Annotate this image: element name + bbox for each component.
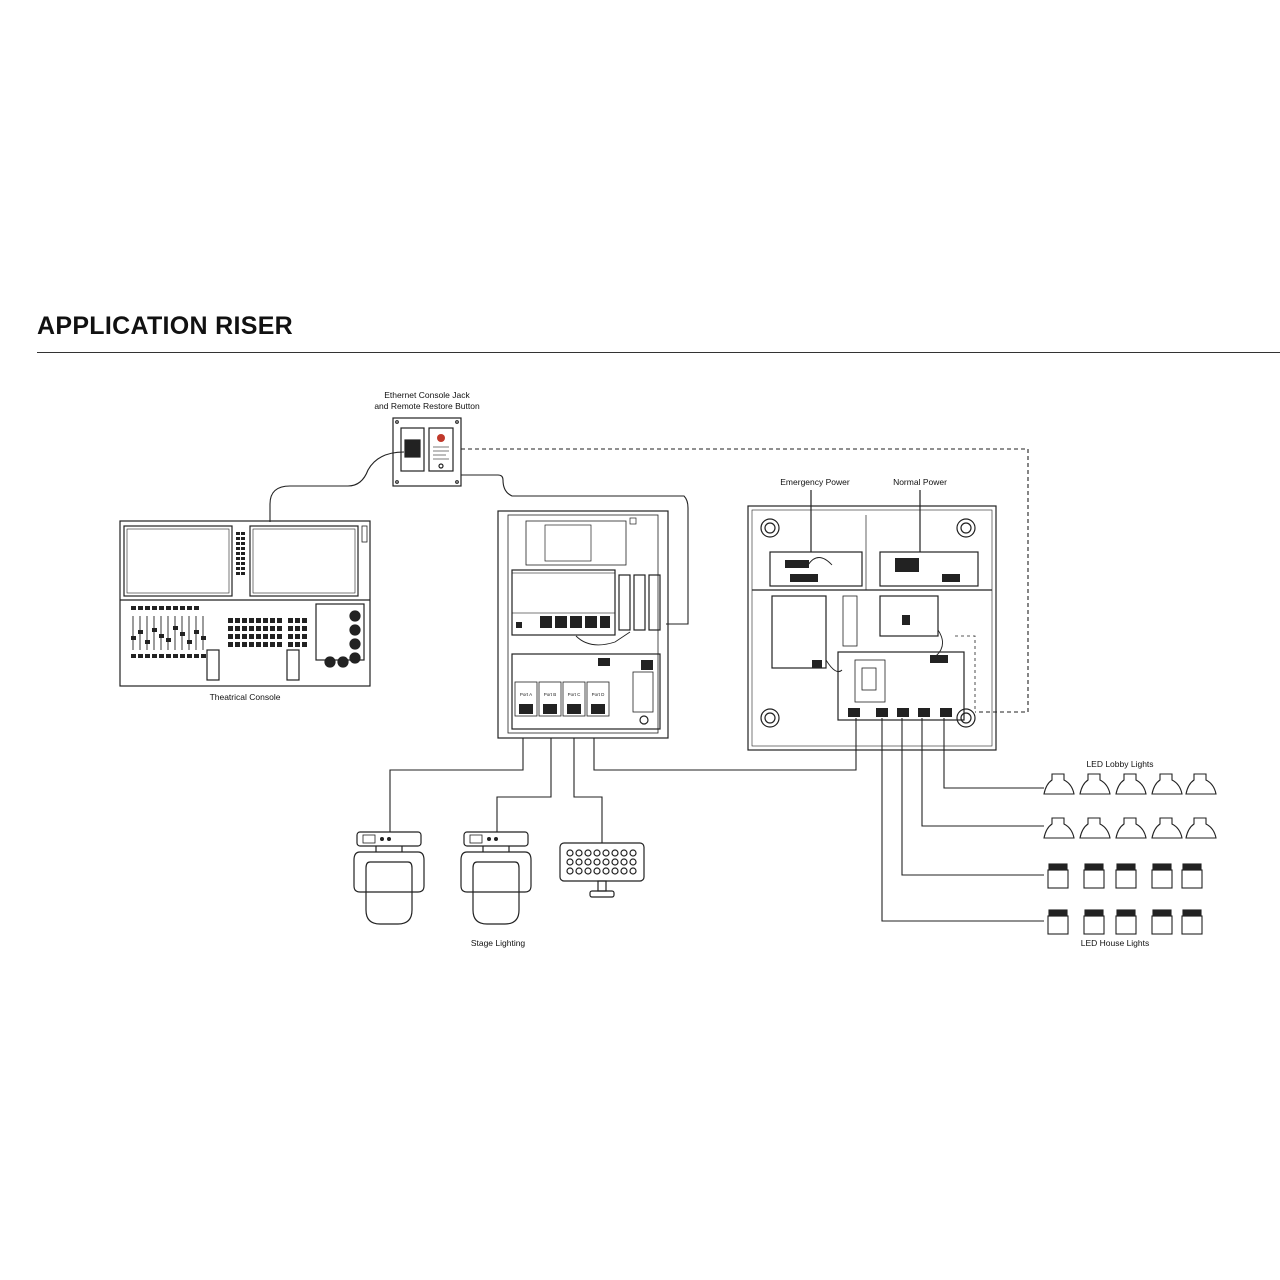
jack-station-label: Ethernet Console Jack and Remote Restore… — [360, 390, 494, 412]
jack-label-line2: and Remote Restore Button — [374, 401, 480, 411]
stage-lighting-label: Stage Lighting — [470, 938, 526, 948]
house-light-row-2 — [1047, 909, 1203, 935]
house-light-row-1 — [1047, 863, 1203, 889]
control-cabinet — [497, 510, 669, 739]
port-d-label: Port D — [592, 692, 606, 697]
normal-power-label: Normal Power — [893, 477, 947, 487]
jack-label-line1: Ethernet Console Jack — [384, 390, 470, 400]
power-panel — [747, 490, 997, 751]
led-house-lights — [1047, 863, 1203, 935]
theatrical-console — [119, 520, 371, 687]
port-b-label: Port B — [544, 692, 557, 697]
lobby-light-row-2 — [1043, 817, 1217, 839]
port-a-label: Port A — [520, 692, 532, 697]
cabling — [269, 448, 1044, 922]
moving-head-fixture-1 — [353, 831, 425, 925]
theatrical-console-label: Theatrical Console — [209, 692, 281, 702]
led-lobby-lights-label: LED Lobby Lights — [1086, 759, 1154, 769]
lobby-light-row-1 — [1043, 773, 1217, 795]
title-divider — [37, 352, 1280, 353]
led-lobby-lights — [1043, 773, 1217, 839]
port-c-label: Port C — [568, 692, 582, 697]
moving-head-fixture-2 — [460, 831, 532, 925]
page-title: APPLICATION RISER — [37, 312, 294, 340]
led-house-lights-label: LED House Lights — [1080, 938, 1150, 948]
led-panel-fixture — [559, 842, 645, 898]
emergency-power-label: Emergency Power — [780, 477, 850, 487]
ethernet-jack-station — [392, 417, 462, 487]
